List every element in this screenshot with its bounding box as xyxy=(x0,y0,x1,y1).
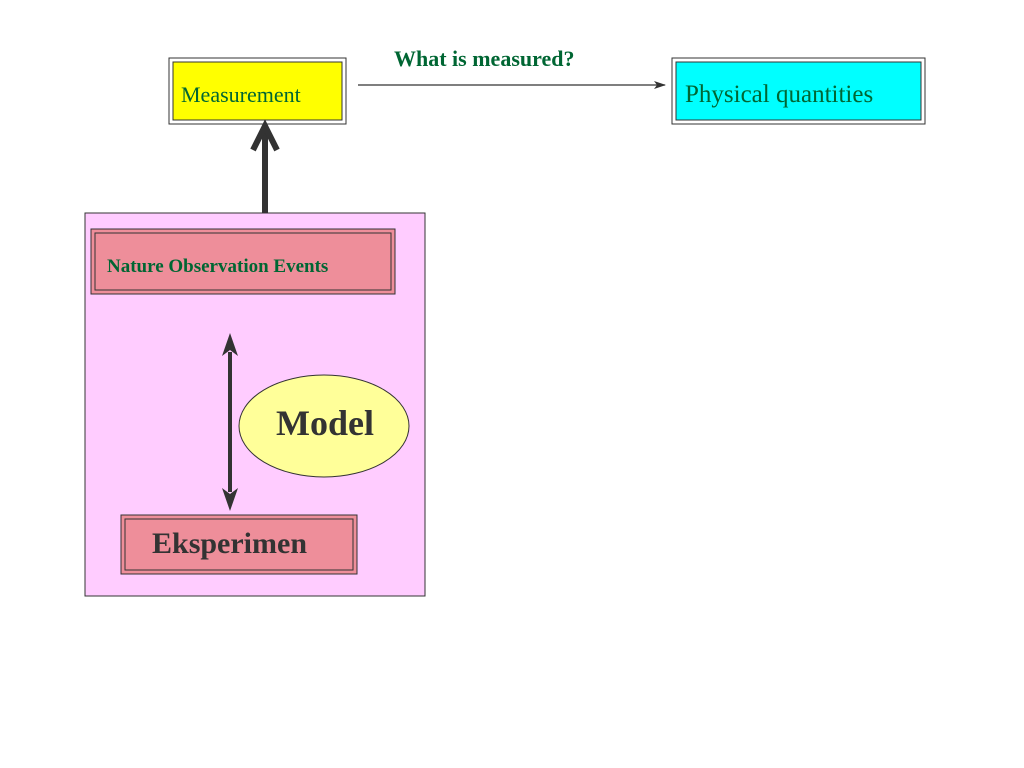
measurement-box xyxy=(168,57,347,125)
eksperimen-label: Eksperimen xyxy=(152,527,308,560)
model-ellipse xyxy=(238,374,410,478)
eksperimen-box xyxy=(120,514,358,575)
measurement-label: Measurement xyxy=(181,82,301,107)
model-experiment-double-arrow xyxy=(222,333,238,511)
physical-quantities-box xyxy=(671,57,926,125)
container-to-measurement-arrow xyxy=(250,119,280,213)
nature-observation-label: Nature Observation Events xyxy=(107,256,329,277)
nature-observation-box xyxy=(90,228,396,295)
what-is-measured-label: What is measured? xyxy=(394,46,575,71)
physical-quantities-label: Physical quantities xyxy=(685,81,874,108)
model-label: Model xyxy=(276,403,374,443)
